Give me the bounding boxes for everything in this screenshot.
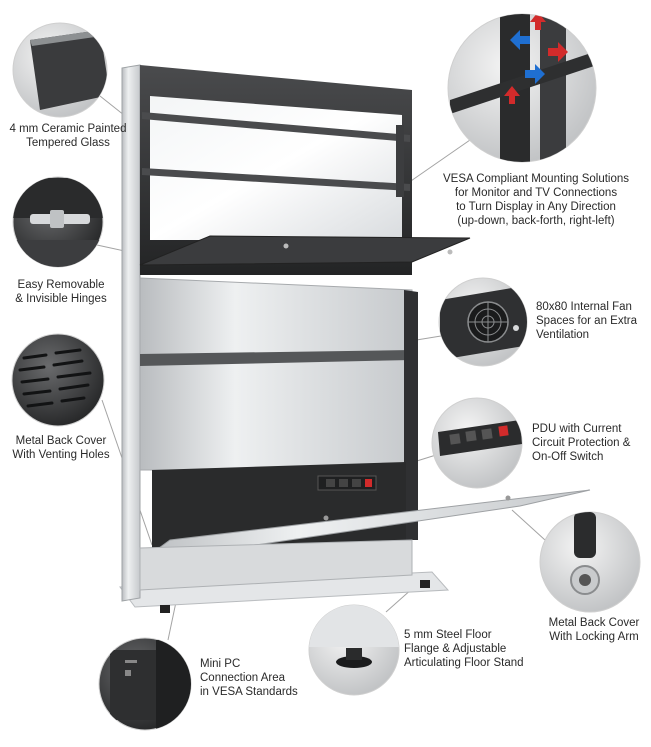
callout-floor-line-3: Articulating Floor Stand: [404, 657, 524, 669]
pdu-switch: [365, 479, 372, 487]
foot-left: [160, 605, 170, 613]
cabinet: [119, 64, 591, 613]
callout-glass-line-2: Tempered Glass: [26, 137, 110, 149]
upper-door-open: [139, 235, 471, 266]
callout-minipc-line-2: Connection Area: [200, 672, 286, 684]
callout-vesa: VESA Compliant Mounting Solutions for Mo…: [432, 172, 640, 228]
upper-door-handle: [283, 243, 289, 249]
callout-hinges: Easy Removable & Invisible Hinges: [2, 278, 120, 306]
vent-holes-icon: [18, 348, 92, 408]
vesa-upright: [396, 125, 404, 197]
callout-pdu-line-2: Circuit Protection &: [532, 437, 631, 449]
detail-fan: [438, 277, 528, 367]
direction-arrows-icon: [450, 14, 596, 162]
callout-vesa-line-2: for Monitor and TV Connections: [454, 187, 618, 199]
callout-minipc-line-1: Mini PC: [200, 658, 241, 670]
callout-backcover-line-2: With Venting Holes: [12, 449, 110, 461]
callout-fan: 80x80 Internal Fan Spaces for an Extra V…: [536, 300, 648, 342]
foot-right: [420, 580, 430, 588]
cabinet-base: [139, 539, 413, 591]
callout-floor-line-2: Flange & Adjustable: [404, 643, 507, 655]
pdu-socket-1: [326, 479, 335, 487]
detail-minipc: [98, 637, 192, 731]
callout-pdu-line-1: PDU with Current: [532, 423, 622, 435]
detail-glass: [12, 22, 108, 118]
callout-vesa-line-4: (up-down, back-forth, right-left): [457, 215, 615, 227]
vesa-rail-top: [142, 112, 410, 142]
callout-lockarm-line-2: With Locking Arm: [549, 631, 639, 643]
callout-floor-line-1: 5 mm Steel Floor: [404, 629, 492, 641]
upper-door-lock: [447, 249, 453, 255]
power-strip-icon: [438, 420, 522, 456]
lower-door-lock: [505, 495, 511, 501]
detail-vent: [11, 333, 105, 427]
glass-sheet-icon: [30, 30, 107, 110]
callout-lockarm-line-1: Metal Back Cover: [548, 617, 640, 629]
callout-lockarm: Metal Back Cover With Locking Arm: [540, 616, 648, 644]
callout-pdu: PDU with Current Circuit Protection & On…: [532, 422, 648, 464]
callout-pdu-line-3: On-Off Switch: [532, 451, 604, 463]
detail-hinge: [12, 176, 104, 268]
callout-vesa-line-1: VESA Compliant Mounting Solutions: [442, 173, 630, 185]
callout-hinges-line-1: Easy Removable: [17, 279, 105, 291]
pdu-socket-2: [339, 479, 348, 487]
callout-floor: 5 mm Steel Floor Flange & Adjustable Art…: [404, 628, 554, 670]
side-panel-left: [121, 64, 141, 602]
fan-icon: [440, 285, 527, 360]
middle-panel: [139, 277, 413, 471]
mini-pc-icon: [110, 640, 191, 730]
internal-shelf: [140, 350, 412, 366]
callout-minipc: Mini PC Connection Area in VESA Standard…: [200, 657, 310, 699]
callout-backcover-line-1: Metal Back Cover: [15, 435, 107, 447]
callout-fan-line-2: Spaces for an Extra: [536, 315, 637, 327]
callout-glass-line-1: 4 mm Ceramic Painted: [9, 123, 127, 135]
callout-backcover: Metal Back Cover With Venting Holes: [2, 434, 120, 462]
callout-fan-line-1: 80x80 Internal Fan: [536, 301, 632, 313]
callout-hinges-line-2: & Invisible Hinges: [15, 293, 107, 305]
lower-door-handle: [323, 515, 329, 521]
leader-lock: [511, 509, 546, 541]
detail-lock: [539, 511, 641, 613]
detail-floor: [308, 604, 400, 696]
vesa-rail-bottom: [142, 168, 410, 191]
callout-minipc-line-3: in VESA Standards: [200, 686, 298, 698]
pdu-socket-3: [352, 479, 361, 487]
callout-vesa-line-3: to Turn Display in Any Direction: [456, 201, 616, 213]
detail-pdu: [431, 397, 523, 489]
callout-glass: 4 mm Ceramic Painted Tempered Glass: [6, 122, 130, 150]
side-panel-right: [404, 290, 418, 540]
callout-fan-line-3: Ventilation: [536, 329, 590, 341]
leader-vesa: [407, 139, 471, 184]
detail-vesa: [447, 13, 597, 163]
lock-icon: [570, 512, 600, 595]
